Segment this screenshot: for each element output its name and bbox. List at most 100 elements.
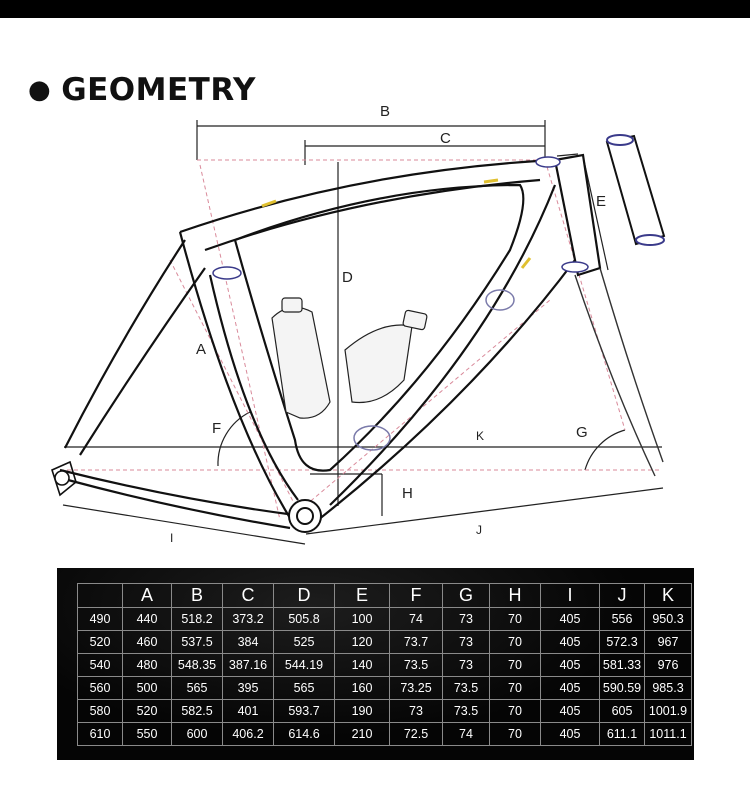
bullet-icon: ● <box>28 75 52 105</box>
headset-parts <box>212 156 589 451</box>
table-cell: 611.1 <box>599 722 645 746</box>
column-header: G <box>442 583 490 608</box>
section-heading: ● GEOMETRY <box>28 72 256 108</box>
table-cell: 500 <box>122 676 172 700</box>
column-header: C <box>222 583 274 608</box>
column-header: I <box>540 583 600 608</box>
table-cell: 405 <box>540 653 600 677</box>
size-cell: 540 <box>77 653 123 677</box>
column-header: J <box>599 583 645 608</box>
table-cell: 405 <box>540 722 600 746</box>
table-cell: 210 <box>334 722 390 746</box>
table-cell: 985.3 <box>644 676 692 700</box>
fork-steerer <box>605 134 666 246</box>
label-b: B <box>380 103 390 120</box>
table-cell: 73 <box>389 699 443 723</box>
table-cell: 556 <box>599 607 645 631</box>
table-cell: 401 <box>222 699 274 723</box>
dimension-lines <box>62 120 664 545</box>
table-cell: 548.35 <box>171 653 223 677</box>
label-g: G <box>576 424 588 441</box>
table-cell: 70 <box>489 630 541 654</box>
rear-dropout <box>51 460 77 497</box>
table-cell: 1001.9 <box>644 699 692 723</box>
table-cell: 405 <box>540 699 600 723</box>
table-cell: 440 <box>122 607 172 631</box>
label-i: I <box>170 531 173 545</box>
table-cell: 405 <box>540 676 600 700</box>
table-cell: 405 <box>540 607 600 631</box>
table-cell: 70 <box>489 676 541 700</box>
table-cell: 73 <box>442 630 490 654</box>
table-cell: 160 <box>334 676 390 700</box>
table-cell: 70 <box>489 653 541 677</box>
table-cell: 614.6 <box>273 722 335 746</box>
table-cell: 120 <box>334 630 390 654</box>
table-cell: 581.33 <box>599 653 645 677</box>
table-cell: 74 <box>389 607 443 631</box>
column-header: E <box>334 583 390 608</box>
size-cell: 520 <box>77 630 123 654</box>
table-cell: 950.3 <box>644 607 692 631</box>
water-bottles <box>271 297 428 419</box>
table-cell: 384 <box>222 630 274 654</box>
column-header: B <box>171 583 223 608</box>
column-header: D <box>273 583 335 608</box>
size-cell: 610 <box>77 722 123 746</box>
column-header: K <box>644 583 692 608</box>
dimension-labels: B C D E A F G K H J I <box>170 103 606 545</box>
label-j: J <box>476 523 482 537</box>
column-header: F <box>389 583 443 608</box>
table-cell: 70 <box>489 722 541 746</box>
label-k: K <box>476 429 484 443</box>
table-cell: 572.3 <box>599 630 645 654</box>
frame-geometry-diagram: B C D E A F G K H J I <box>51 103 666 545</box>
table-cell: 70 <box>489 699 541 723</box>
table-cell: 73 <box>442 653 490 677</box>
label-f: F <box>212 420 221 437</box>
column-header: H <box>489 583 541 608</box>
table-cell: 395 <box>222 676 274 700</box>
label-e: E <box>596 193 606 210</box>
table-cell: 73.5 <box>389 653 443 677</box>
table-cell: 544.19 <box>273 653 335 677</box>
table-cell: 590.59 <box>599 676 645 700</box>
table-cell: 518.2 <box>171 607 223 631</box>
table-cell: 565 <box>273 676 335 700</box>
size-cell: 580 <box>77 699 123 723</box>
table-cell: 550 <box>122 722 172 746</box>
table-cell: 593.7 <box>273 699 335 723</box>
table-cell: 190 <box>334 699 390 723</box>
table-cell: 967 <box>644 630 692 654</box>
top-banner-bar <box>0 0 750 18</box>
table-cell: 520 <box>122 699 172 723</box>
table-cell: 406.2 <box>222 722 274 746</box>
size-cell: 560 <box>77 676 123 700</box>
table-cell: 505.8 <box>273 607 335 631</box>
label-c: C <box>440 130 451 147</box>
bike-frame <box>59 153 602 530</box>
table-cell: 73.5 <box>442 699 490 723</box>
bottom-bracket <box>288 499 322 533</box>
table-cell: 74 <box>442 722 490 746</box>
table-cell: 565 <box>171 676 223 700</box>
table-cell: 73.5 <box>442 676 490 700</box>
table-cell: 480 <box>122 653 172 677</box>
table-cell: 70 <box>489 607 541 631</box>
table-cell: 537.5 <box>171 630 223 654</box>
column-header <box>77 583 123 608</box>
table-cell: 976 <box>644 653 692 677</box>
table-cell: 605 <box>599 699 645 723</box>
table-cell: 582.5 <box>171 699 223 723</box>
table-cell: 72.5 <box>389 722 443 746</box>
table-cell: 387.16 <box>222 653 274 677</box>
table-cell: 100 <box>334 607 390 631</box>
